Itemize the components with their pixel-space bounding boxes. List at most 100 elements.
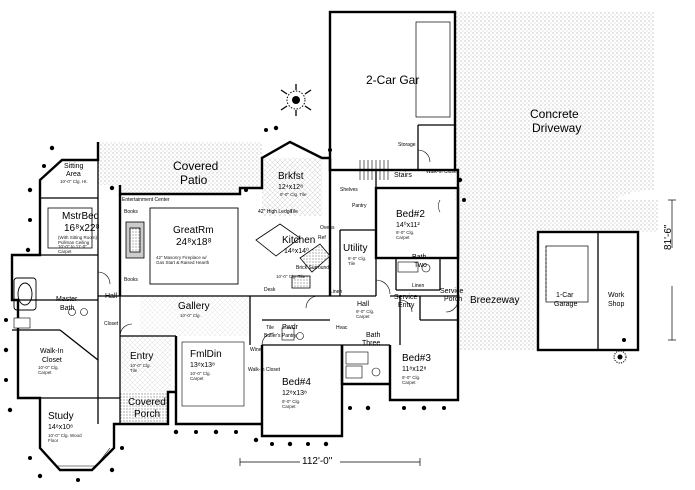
brkfst-size: 12⁴x12⁸: [278, 184, 304, 191]
ovens-label: Ovens: [320, 225, 335, 231]
bed4-note: 9'-0" Clg. Carpet: [282, 399, 301, 409]
bed3-label: Bed#3: [402, 353, 431, 364]
utility-note: 9'-0" Clg. Tile: [348, 256, 367, 266]
hall-mid-label: Hall: [357, 301, 370, 308]
tile-2-label: Tile: [266, 325, 274, 331]
entry-label: Entry: [130, 351, 154, 362]
study-note: 10'-0" Clg. Wood Floor: [48, 433, 82, 443]
closet-label: Closet: [104, 321, 119, 327]
driveway-label: Concrete: [530, 107, 579, 121]
kitchen-label: Kitchen: [282, 235, 316, 246]
work-shop-label: Work: [608, 292, 625, 299]
driveway-label-2: Driveway: [532, 121, 582, 135]
walkin-label: Walk-in Closet: [426, 169, 459, 175]
kitchen-island-icon: [255, 223, 331, 289]
brick-label: Brick Surround: [296, 265, 330, 271]
garage-2-label: 2-Car Gar: [366, 73, 420, 87]
shelves-label: Shelves: [340, 187, 358, 193]
master-bed-size: 16⁸x22⁸: [64, 223, 100, 234]
sitting-area-label-2: Area: [66, 171, 81, 178]
depth-dimension: 81'-6": [663, 224, 674, 250]
stairs-label: Stairs: [394, 172, 412, 179]
garage-approach: [598, 200, 658, 232]
service-entry-label-2: Entry: [398, 302, 415, 309]
garage-stairs-icon: [359, 160, 389, 180]
pwdr-label: Pwdr: [282, 324, 298, 331]
hall-walls: [340, 345, 390, 386]
fmldin-size: 13⁸x13⁸: [190, 362, 215, 369]
brkfst-floor: [262, 158, 322, 216]
kitchen-note: 10'-0" Clg. Tile: [276, 274, 305, 279]
books-2-label: Books: [124, 277, 138, 283]
kitchen-size: 14⁸x14⁰: [284, 248, 309, 255]
storage-label: Storage: [398, 142, 416, 148]
wine-label: Wine: [250, 347, 262, 353]
entertainment-label: Entertainment Center: [122, 197, 170, 203]
service-entry-label: Service: [394, 294, 418, 301]
bed4-label: Bed#4: [282, 377, 311, 388]
entry-floor: [120, 336, 172, 392]
study-label: Study: [48, 411, 74, 422]
covered-porch-area: [120, 392, 168, 424]
fmldin-label: FmlDin: [190, 349, 222, 360]
entry-note: 10'-0" Clg. Tile: [130, 363, 151, 373]
covered-porch-label-2: Porch: [134, 409, 161, 420]
covered-patio-label: Covered: [173, 159, 219, 173]
gallery-note: 10'-0" Clg.: [180, 313, 201, 318]
master-bath-label: Master: [56, 296, 78, 303]
ref-label: Ref: [318, 235, 326, 241]
service-porch-label: Service: [440, 288, 464, 295]
great-room-label: GreatRm: [173, 225, 214, 236]
bath-two-label-2: Two: [414, 262, 427, 269]
gallery-label: Gallery: [178, 301, 210, 312]
linen-label: Linen: [412, 283, 425, 289]
driveway-area: [455, 12, 654, 258]
bath-two-label: Bath: [412, 254, 427, 261]
bed3-note: 9'-0" Clg. Carpet: [402, 375, 421, 385]
desk-label: Desk: [264, 287, 276, 293]
bed2-note: 9'-0" Clg. Carpet: [396, 230, 415, 240]
great-room-ceiling: [149, 207, 239, 285]
service-porch-label-2: Porch: [444, 296, 463, 303]
breezeway-area: [458, 258, 538, 350]
shrubs: [3, 125, 626, 482]
bathtub-icon: [13, 277, 37, 311]
brkfst-note: 9'-0" Clg. Tile: [280, 192, 307, 197]
great-room-size: 24⁸x18⁸: [176, 237, 212, 248]
breezeway-label: Breezeway: [470, 295, 520, 306]
tree-icon: [280, 84, 627, 364]
covered-patio-label-2: Patio: [180, 173, 208, 187]
linen-2-label: Linen: [330, 289, 343, 295]
garage-1-walls: [536, 230, 640, 352]
garage-1-label-2: Garage: [554, 301, 578, 308]
fmldin-walls: [174, 336, 262, 426]
tile-label: Tile: [290, 209, 298, 215]
bed2-label: Bed#2: [396, 209, 425, 220]
garage-2-walls: [328, 10, 457, 172]
bath-fixtures: [13, 261, 431, 379]
east-wall: [388, 168, 460, 402]
master-bath-label-2: Bath: [60, 305, 75, 312]
hvac-label: Hvac: [336, 325, 348, 331]
sitting-area-note: 10'-0" Clg. Ht.: [60, 179, 88, 184]
bed2-size: 14⁰x11²: [396, 222, 420, 229]
garage-1-label: 1-Car: [556, 292, 574, 299]
ledge-label: 42" High Ledge: [258, 209, 293, 215]
study-size: 14⁸x10⁸: [48, 424, 73, 431]
bath-three-label-2: Three: [362, 340, 381, 347]
work-shop-label-2: Shop: [608, 301, 625, 308]
hall-mid-note: 9'-0" Clg. Carpet: [356, 309, 375, 319]
gallery-floor: [140, 296, 250, 336]
master-bed-ceiling: [47, 207, 93, 249]
books-label: Books: [124, 209, 138, 215]
covered-porch-label: Covered: [128, 397, 166, 408]
butlers-label: Butler's Pantry: [264, 333, 297, 339]
covered-patio-area: [98, 142, 262, 194]
walkin-closet-note: 10'-0" Clg. Carpet: [38, 365, 59, 375]
bed4-walls: [260, 345, 344, 438]
walkin-closet-label: Walk-In: [40, 348, 64, 355]
fireplace-icon: [125, 221, 145, 259]
master-bed-note: (With Sitting Room) Pullman Ceiling 10'-…: [58, 235, 98, 254]
walkin-closet-label-2: Closet: [42, 357, 62, 364]
